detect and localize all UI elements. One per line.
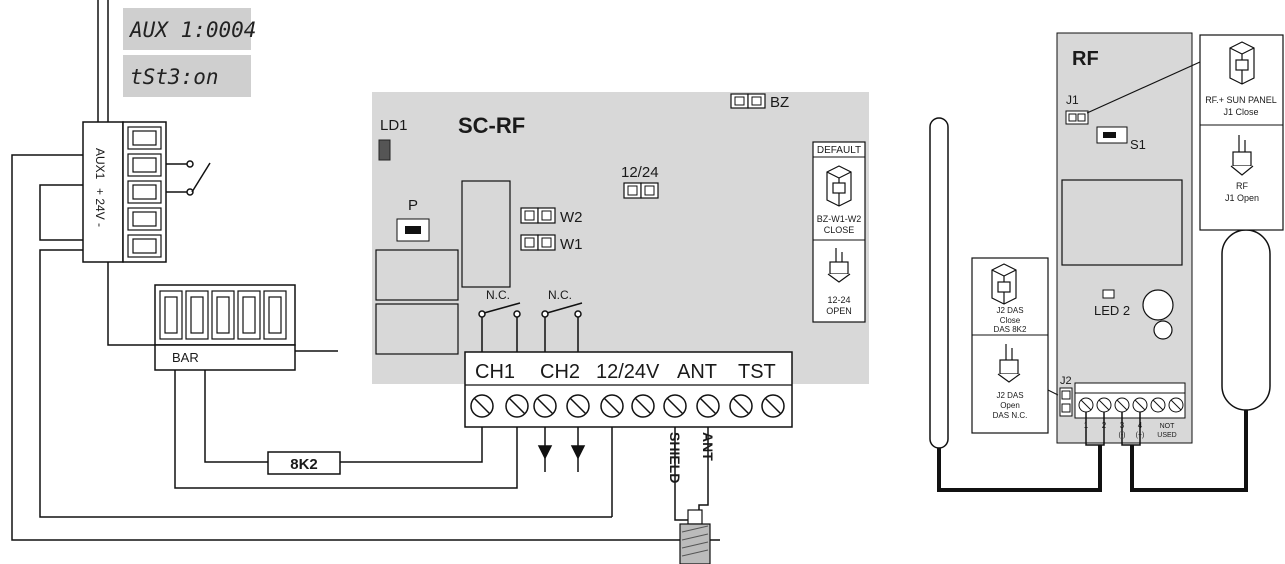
- j1-open-jumper-icon: [1230, 135, 1254, 176]
- svg-text:12/24: 12/24: [621, 164, 659, 181]
- svg-text:W1: W1: [560, 236, 583, 253]
- svg-text:DAS N.C.: DAS N.C.: [993, 411, 1028, 420]
- bar-wiring: [174, 370, 613, 517]
- j1-legend-box: RF.+ SUN PANEL J1 Close RF J1 Open: [1199, 34, 1284, 231]
- svg-text:RF.+ SUN PANEL: RF.+ SUN PANEL: [1205, 95, 1277, 105]
- svg-text:LED 2: LED 2: [1094, 303, 1130, 318]
- svg-text:RF: RF: [1236, 181, 1248, 191]
- svg-text:DEFAULT: DEFAULT: [817, 145, 861, 156]
- jumper-w2: W2: [520, 207, 583, 226]
- svg-text:BZ: BZ: [770, 94, 789, 111]
- default-jumper-legend: DEFAULT BZ-W1-W2 CLOSE 12-24 OPEN: [812, 141, 866, 323]
- ld1-led: [378, 139, 391, 161]
- svg-text:Open: Open: [1000, 401, 1020, 410]
- rf-module-window: [1061, 179, 1183, 266]
- svg-text:CLOSE: CLOSE: [824, 225, 855, 235]
- component-upper: [375, 249, 459, 301]
- j2-closed-jumper-icon: [991, 263, 1017, 305]
- left-wiring: [11, 154, 720, 541]
- aux-relay-contact-icon: [166, 160, 211, 196]
- shield-label: SHIELD: [667, 432, 683, 483]
- j1-closed-jumper-icon: [1229, 41, 1255, 85]
- antenna-coax-cable: SHIELD ANT: [667, 427, 716, 564]
- lcd-line1-box: [123, 8, 251, 50]
- bar-terminal-block: BAR: [154, 284, 338, 371]
- j2-jumper: [1059, 387, 1073, 417]
- s1-switch: S1: [1096, 126, 1146, 152]
- ground-arrow-icons: [537, 427, 586, 472]
- svg-text:Close: Close: [1000, 316, 1021, 325]
- rf-button-small: [1153, 320, 1173, 340]
- sc-rf-title: SC-RF: [458, 113, 525, 138]
- rf-button-large: [1142, 289, 1174, 321]
- terminal-ch1: CH1: [475, 361, 515, 383]
- bar-label: BAR: [172, 350, 199, 365]
- lcd-line2-box: [123, 55, 251, 97]
- svg-text:S1: S1: [1130, 137, 1146, 152]
- component-lower: [375, 303, 459, 355]
- svg-text:N.C.: N.C.: [486, 288, 510, 302]
- terminal-ant: ANT: [677, 361, 717, 383]
- svg-text:BZ-W1-W2: BZ-W1-W2: [817, 214, 862, 224]
- svg-text:J1 Open: J1 Open: [1225, 193, 1259, 203]
- relay-component: [461, 180, 511, 288]
- terminal-12-24v: 12/24V: [596, 361, 660, 383]
- svg-text:J2 DAS: J2 DAS: [996, 391, 1023, 400]
- j2-open-jumper-icon: [997, 344, 1021, 383]
- aux-terminal-slots: [127, 126, 162, 258]
- lcd-line2: tSt3:on: [130, 65, 219, 89]
- aux1-label: AUX1: [93, 148, 107, 180]
- svg-text:W2: W2: [560, 209, 583, 226]
- left-sensor-bar: [929, 117, 1102, 492]
- svg-text:N.C.: N.C.: [548, 288, 572, 302]
- ch2-nc-contact: N.C.: [541, 288, 583, 352]
- led2-indicator: LED 2: [1094, 289, 1130, 318]
- lcd-line1: AUX 1:0004: [128, 18, 256, 42]
- jumper-bz: BZ: [730, 93, 789, 111]
- svg-text:12-24: 12-24: [827, 295, 850, 305]
- rf-terminal-wiring: [1085, 412, 1141, 446]
- terminal-ch2: CH2: [540, 361, 580, 383]
- svg-text:DAS 8K2: DAS 8K2: [994, 325, 1027, 334]
- svg-text:USED: USED: [1157, 432, 1176, 439]
- j1-jumper: [1065, 110, 1089, 125]
- jumper-12-24: 12/24: [621, 164, 659, 199]
- j2-legend-box: J2 DAS Close DAS 8K2 J2 DAS Open DAS N.C…: [971, 257, 1059, 434]
- p-button: P: [396, 197, 430, 242]
- lcd-display: AUX 1:0004 tSt3:on: [123, 8, 256, 97]
- svg-text:OPEN: OPEN: [826, 306, 852, 316]
- ld1-label: LD1: [380, 117, 408, 134]
- rf-module: RF J1 S1 LED 2 J2: [1056, 32, 1201, 444]
- power-24v-label: + 24V -: [93, 188, 107, 227]
- svg-text:J2 DAS: J2 DAS: [996, 306, 1023, 315]
- svg-text:J1 Close: J1 Close: [1223, 107, 1258, 117]
- p-label: P: [408, 197, 418, 214]
- ant-label: ANT: [700, 432, 716, 461]
- aux-terminal-block: AUX1 + 24V -: [82, 0, 211, 263]
- resistor-8k2: 8K2: [267, 451, 341, 475]
- j1-label: J1: [1066, 93, 1079, 107]
- sc-rf-board: SC-RF LD1 BZ P W2 W1: [372, 92, 869, 472]
- j2-label: J2: [1060, 375, 1072, 387]
- rf-title: RF: [1072, 48, 1099, 70]
- jumper-closed-icon: [826, 165, 852, 207]
- sc-rf-terminal-strip: CH1 CH2 12/24V ANT TST: [464, 351, 793, 428]
- jumper-open-icon: [827, 248, 851, 283]
- right-sensor-bar: [1130, 229, 1271, 492]
- svg-text:NOT: NOT: [1160, 423, 1176, 430]
- ch1-nc-contact: N.C.: [478, 288, 521, 352]
- terminal-tst: TST: [738, 361, 776, 383]
- resistor-label: 8K2: [290, 456, 318, 473]
- screw-terminals: [470, 394, 785, 418]
- jumper-w1: W1: [520, 234, 583, 253]
